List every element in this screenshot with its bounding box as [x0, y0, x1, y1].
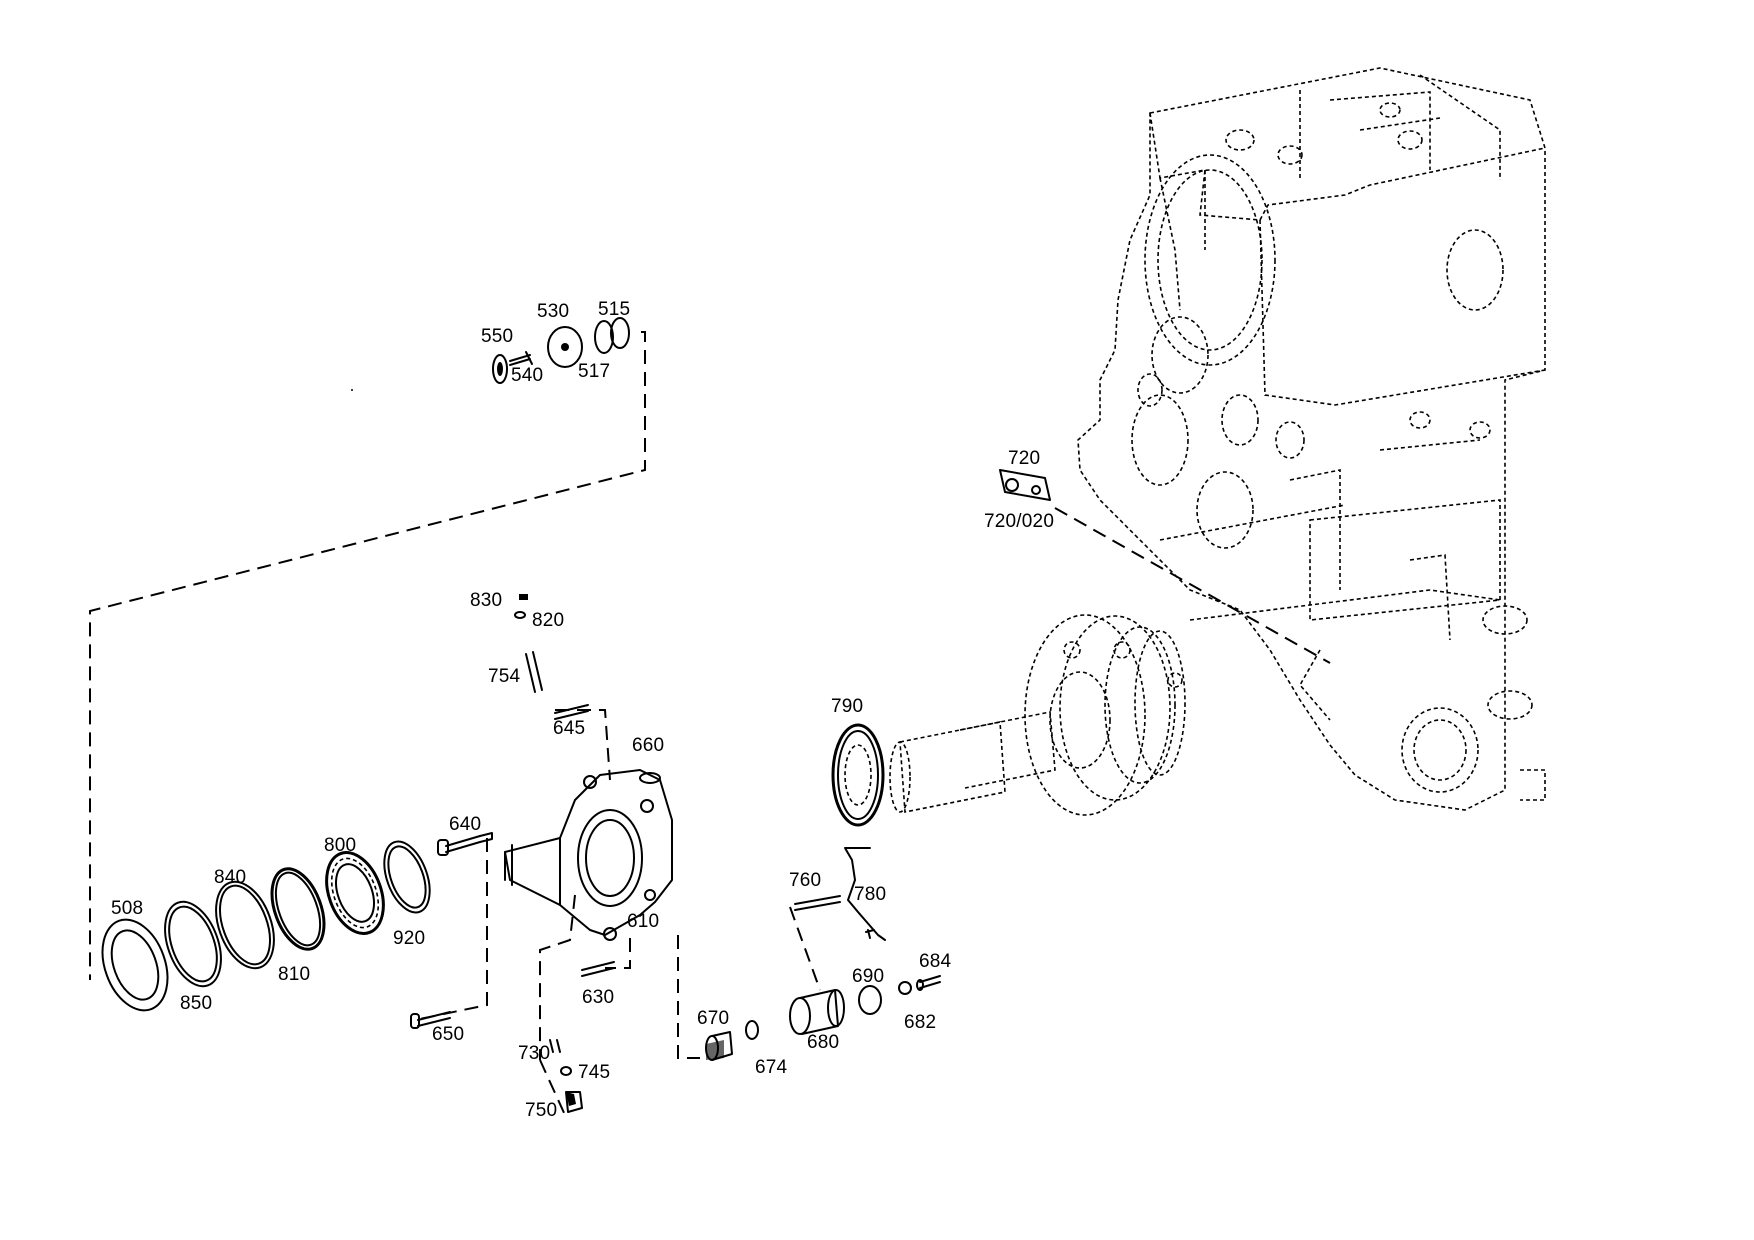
- callout-790: 790: [831, 696, 864, 717]
- callout-920: 920: [393, 928, 426, 949]
- pump-housing: [504, 769, 673, 941]
- assembly-line-760: [789, 906, 821, 991]
- callout-680: 680: [807, 1032, 840, 1053]
- callout-690: 690: [852, 966, 885, 987]
- callout-540: 540: [511, 365, 544, 386]
- callout-730: 730: [518, 1043, 551, 1064]
- callout-650: 650: [432, 1024, 465, 1045]
- assembly-line-750: [539, 1059, 566, 1116]
- bearing-stack: [101, 840, 431, 1012]
- assembly-line-630: [539, 894, 576, 1060]
- callout-670: 670: [697, 1008, 730, 1029]
- callout-720-020: 720/020: [984, 511, 1055, 532]
- callout-508: 508: [111, 898, 144, 919]
- callout-760: 760: [789, 870, 822, 891]
- oil-pump-parts: [492, 317, 630, 384]
- callout-830: 830: [470, 590, 503, 611]
- assembly-line-upper: [89, 331, 646, 980]
- callout-820: 820: [532, 610, 565, 631]
- callout-630: 630: [582, 987, 615, 1008]
- callout-840: 840: [214, 867, 247, 888]
- assembly-line-645: [555, 709, 611, 781]
- fasteners: [410, 594, 661, 1113]
- callout-517: 517: [578, 361, 611, 382]
- callout-745: 745: [578, 1062, 611, 1083]
- valve-parts: [705, 847, 941, 1061]
- callout-530: 530: [537, 301, 570, 322]
- assembly-line-640: [414, 838, 488, 1021]
- callout-754: 754: [488, 666, 521, 687]
- shaft-gear-assembly: [831, 614, 1186, 827]
- callout-850: 850: [180, 993, 213, 1014]
- plug-720: [999, 469, 1051, 501]
- callout-720: 720: [1008, 448, 1041, 469]
- callout-640: 640: [449, 814, 482, 835]
- callout-645: 645: [553, 718, 586, 739]
- assembly-line-670: [677, 935, 700, 1059]
- callout-610: 610: [627, 911, 660, 932]
- callout-810: 810: [278, 964, 311, 985]
- callout-550: 550: [481, 326, 514, 347]
- callout-674: 674: [755, 1057, 788, 1078]
- callout-750: 750: [525, 1100, 558, 1121]
- callout-515: 515: [598, 299, 631, 320]
- callout-684: 684: [919, 951, 952, 972]
- transmission-housing: [1077, 67, 1546, 811]
- callout-780: 780: [854, 884, 887, 905]
- callout-682: 682: [904, 1012, 937, 1033]
- callout-800: 800: [324, 835, 357, 856]
- assembly-line-720: [1054, 507, 1331, 664]
- callout-660: 660: [632, 735, 665, 756]
